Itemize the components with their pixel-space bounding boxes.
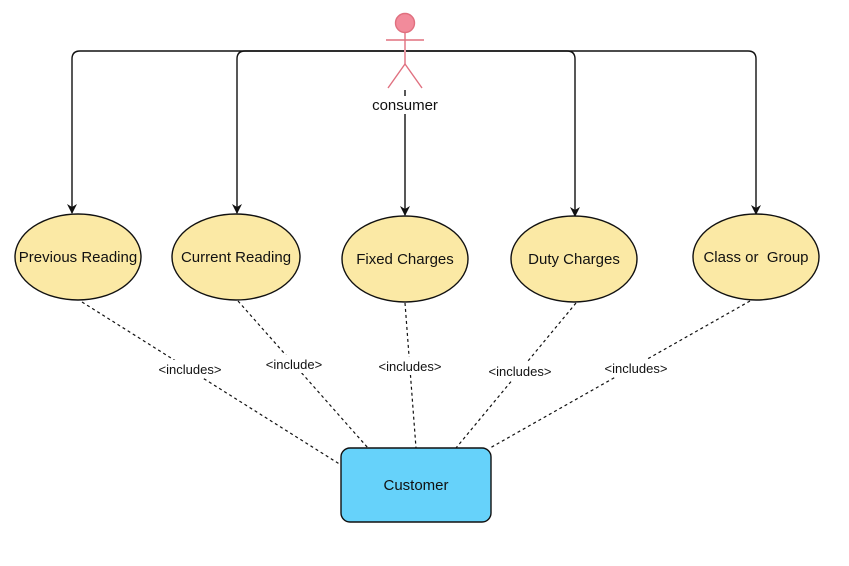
actor-consumer[interactable]: consumer — [370, 12, 442, 115]
use-case-label: Fixed Charges — [356, 251, 454, 268]
use-case-label: Previous Reading — [19, 249, 137, 266]
include-label-current-reading: <include> — [266, 357, 322, 372]
use-case-label: Duty Charges — [528, 251, 620, 268]
include-label-class-or-group: <includes> — [605, 361, 668, 376]
use-case-current-reading[interactable]: Current Reading — [171, 213, 301, 301]
customer-label: Customer — [383, 477, 448, 494]
include-label-duty-charges: <includes> — [489, 364, 552, 379]
use-case-fixed-charges[interactable]: Fixed Charges — [341, 215, 469, 303]
include-line-previous-reading — [81, 301, 342, 466]
include-labels: <includes> <include> <includes> <include… — [155, 355, 671, 380]
include-label-previous-reading: <includes> — [159, 362, 222, 377]
actor-label: consumer — [372, 97, 438, 114]
use-case-label: Current Reading — [181, 249, 291, 266]
use-case-label: Class or Group — [703, 249, 808, 266]
include-line-class-or-group — [489, 300, 751, 449]
use-case-previous-reading[interactable]: Previous Reading — [14, 213, 142, 301]
include-line-fixed-charges — [404, 302, 417, 449]
stick-figure-icon — [386, 12, 424, 89]
customer-box[interactable]: Customer — [340, 447, 492, 523]
include-line-current-reading — [237, 300, 369, 449]
arrow-to-current-reading — [232, 50, 404, 214]
use-case-class-or-group[interactable]: Class or Group — [692, 213, 820, 301]
arrow-to-duty-charges — [406, 50, 580, 217]
use-case-duty-charges[interactable]: Duty Charges — [510, 215, 638, 303]
include-line-duty-charges — [455, 302, 577, 449]
arrow-to-previous-reading — [67, 50, 404, 214]
arrow-to-class-or-group — [406, 50, 761, 215]
include-relations — [81, 300, 751, 466]
include-label-fixed-charges: <includes> — [379, 359, 442, 374]
